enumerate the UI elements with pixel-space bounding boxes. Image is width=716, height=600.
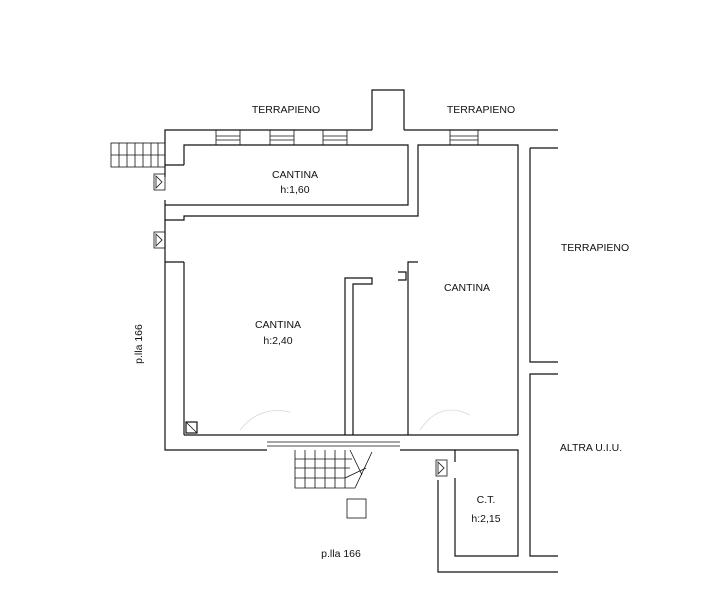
labels: TERRAPIENO TERRAPIENO TERRAPIENO CANTINA…	[133, 104, 629, 560]
window-top-1	[215, 129, 241, 146]
label-ct-height: h:2,15	[471, 513, 500, 525]
partition-walls	[185, 261, 418, 435]
doors	[153, 173, 448, 477]
door-left-lower	[153, 231, 166, 249]
small-square	[346, 498, 367, 519]
watermark	[239, 409, 471, 431]
outer-walls	[164, 89, 558, 573]
window-top-4	[449, 129, 479, 146]
windows	[215, 129, 479, 447]
stairs-top-left	[110, 142, 166, 168]
window-top-2	[269, 129, 295, 146]
window-top-3	[322, 129, 348, 146]
door-left-upper	[153, 173, 166, 191]
label-cantina-upper: CANTINA	[272, 169, 318, 181]
door-ct	[435, 459, 448, 477]
label-terrapieno-right: TERRAPIENO	[561, 242, 629, 254]
corner-post	[185, 421, 198, 434]
label-plla-left: p.lla 166	[133, 324, 145, 364]
label-cantina-main: CANTINA	[255, 319, 301, 331]
label-cantina-right: CANTINA	[444, 282, 490, 294]
window-bottom	[267, 441, 400, 447]
label-terrapieno-top-right: TERRAPIENO	[447, 104, 515, 116]
label-plla-bottom: p.lla 166	[321, 548, 361, 560]
label-cantina-main-height: h:2,40	[263, 335, 292, 347]
label-terrapieno-top-left: TERRAPIENO	[252, 104, 320, 116]
stairs-bottom	[294, 449, 373, 489]
label-altra-uiu: ALTRA U.I.U.	[560, 442, 622, 454]
label-cantina-upper-height: h:1,60	[280, 184, 309, 196]
label-ct: C.T.	[477, 494, 496, 506]
